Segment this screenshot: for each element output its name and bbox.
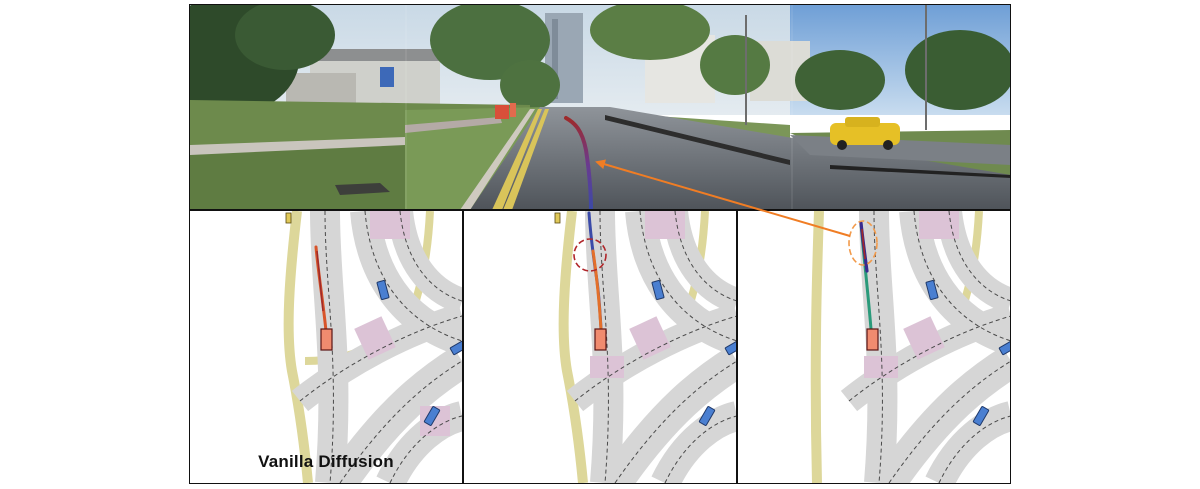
ego-vehicle <box>866 328 879 351</box>
bev-map-guided <box>465 211 737 483</box>
caption-vanilla-diffusion: Vanilla Diffusion <box>258 452 394 471</box>
ego-vehicle <box>320 328 333 351</box>
front-camera-view <box>190 5 1011 210</box>
bev-map-refined <box>739 211 1011 483</box>
bev-map-vanilla-diffusion <box>190 211 462 483</box>
projected-trajectory <box>564 116 593 210</box>
ego-vehicle <box>594 328 607 351</box>
highlight-circle-red <box>573 238 607 272</box>
highlight-circle-orange <box>848 220 878 266</box>
